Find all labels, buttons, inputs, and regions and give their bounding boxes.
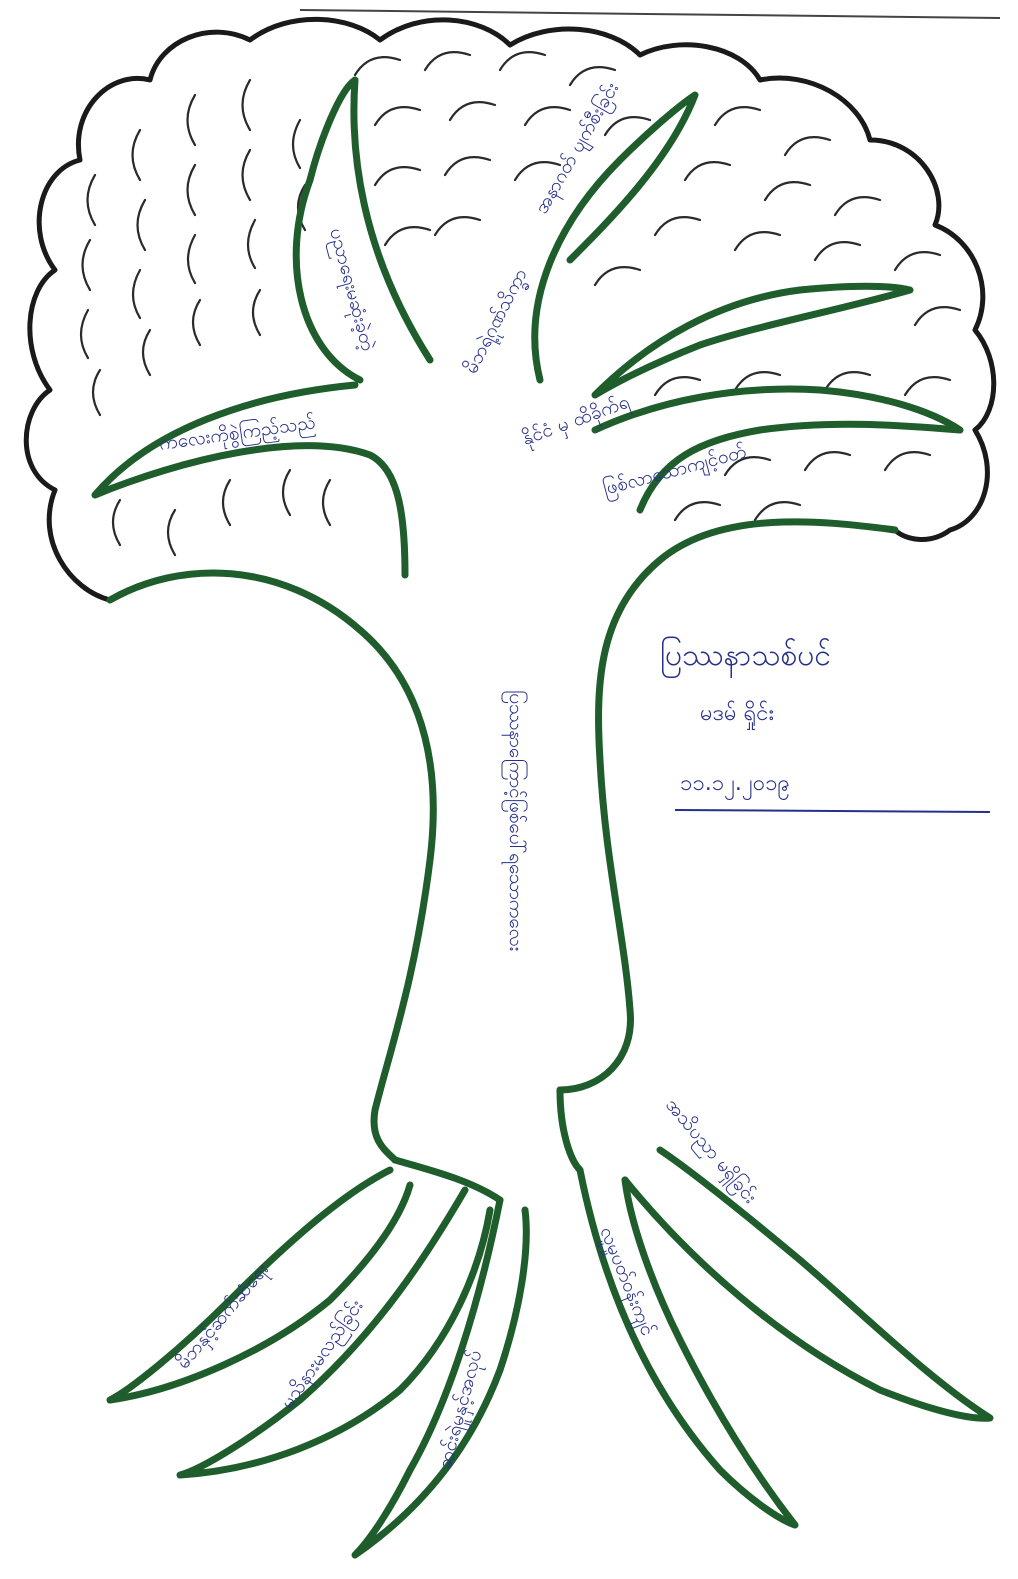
diagram-date: ၁၁.၁၂.၂၀၁၉ <box>680 771 790 800</box>
diagram-title: ပြဿနာသစ်ပင် <box>660 636 831 679</box>
root-label-5: အသိပညာ မရှိခြင်း <box>658 1093 763 1210</box>
root-label-1: မိဘနှင့်ဆက်ဆံရေး <box>171 1258 276 1376</box>
branch-label-6: အနာဂတ် ပျက်စီးခြင်း <box>529 78 627 220</box>
trunk-left-edge <box>110 573 433 1160</box>
trunk-right-edge <box>560 522 895 1090</box>
branch-label-1: ပညာရေးမဆုံးခဲ့တဲ့ <box>321 226 379 355</box>
branch-label-2: မိဘရဲ့ဂုဏ်သိက္ခာ <box>459 265 535 380</box>
date-underline <box>675 810 990 812</box>
branches <box>95 80 960 575</box>
canopy-scallops <box>81 52 960 555</box>
trunk-label: ပြဿနာကြောင့်ဖြစ်ပေါ်ရသောကလေး <box>501 690 529 951</box>
roots <box>110 1090 990 1555</box>
page-edge-line <box>300 10 1000 18</box>
root-label-2: မသိနားမလည်ခြင်း <box>274 1294 370 1415</box>
author-name: မဒမ် ရှိုင်း <box>700 700 774 730</box>
